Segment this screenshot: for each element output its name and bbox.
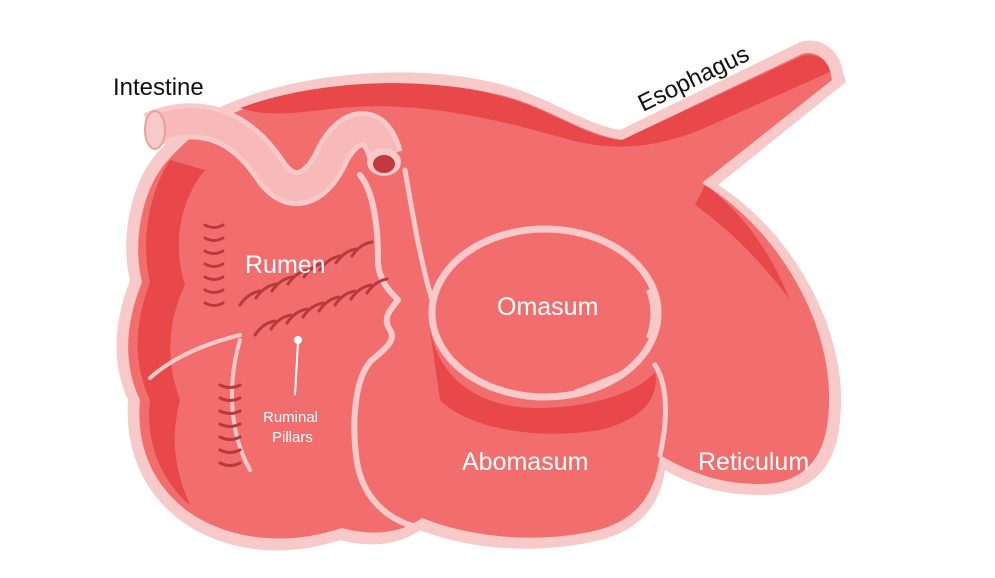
pillar-arc [269,313,293,331]
pillar-arc [203,288,225,294]
pillar-arc [254,282,278,300]
intestine [143,103,403,207]
pillar-arc [203,275,225,281]
rumen-label: Rumen [245,251,326,279]
rumen-lower-fold [229,338,252,472]
pillars-pointer [294,336,302,396]
reticulum-shadow [695,185,790,300]
pillar-arc [365,277,389,295]
pillar-arc [218,422,242,428]
stomach-shadows [137,54,830,505]
esophagus-shadow [240,54,830,147]
internal-divisions [148,167,668,531]
pillar-arc [218,409,242,415]
pillar-arc [203,223,225,229]
pillar-arc [285,307,309,325]
pillar-arc [218,435,242,441]
pillar-arc [302,261,326,279]
ruminal-pillars-label-line1: Ruminal [263,409,318,426]
pillar-arc [270,275,294,293]
ruminal-pillars-label-line2: Pillars [272,429,313,446]
reticulum-divider [652,362,668,458]
pillar-arc [203,301,225,307]
pillar-arc [218,461,242,467]
omasum-lower-shadow [430,330,656,434]
intestine-opening [144,110,166,150]
rumen-reticulum-fold [351,172,423,531]
pillars-pointer-dot [294,336,302,344]
pillar-arc [317,295,341,313]
omasum-outline [428,225,662,401]
pillar-arc [203,249,225,255]
rumen-left-shadow [137,160,205,505]
intestine-tube-inner [145,108,398,202]
reticulo-omasal-orifice-inner [373,155,395,173]
omasum-valve [646,289,655,339]
pillar-arc [334,247,358,265]
pillar-arc [238,289,262,307]
pillar-arc [203,262,225,268]
pillar-arc [301,301,325,319]
pillar-arc [350,240,374,258]
ruminal-pillars [203,223,389,467]
rumen-inner-fold [148,333,242,380]
pillar-arc [333,289,357,307]
omasum [428,225,662,401]
abomasum-label: Abomasum [462,448,588,476]
pillar-arc [286,268,310,286]
pillar-arc [253,319,277,337]
intestine-label: Intestine [113,74,204,101]
pillar-arc [218,383,242,389]
reticulum-label: Reticulum [698,448,809,476]
pillars-pointer-line [294,341,299,396]
pillar-arc [349,283,373,301]
pillar-arc [218,448,242,454]
omasum-connector [402,167,435,303]
omasum-label: Omasum [497,293,598,321]
omasum-abomasum-valve [574,372,621,394]
pillar-arc [203,236,225,242]
pillar-arc [218,396,242,402]
pillar-arc [318,254,342,272]
